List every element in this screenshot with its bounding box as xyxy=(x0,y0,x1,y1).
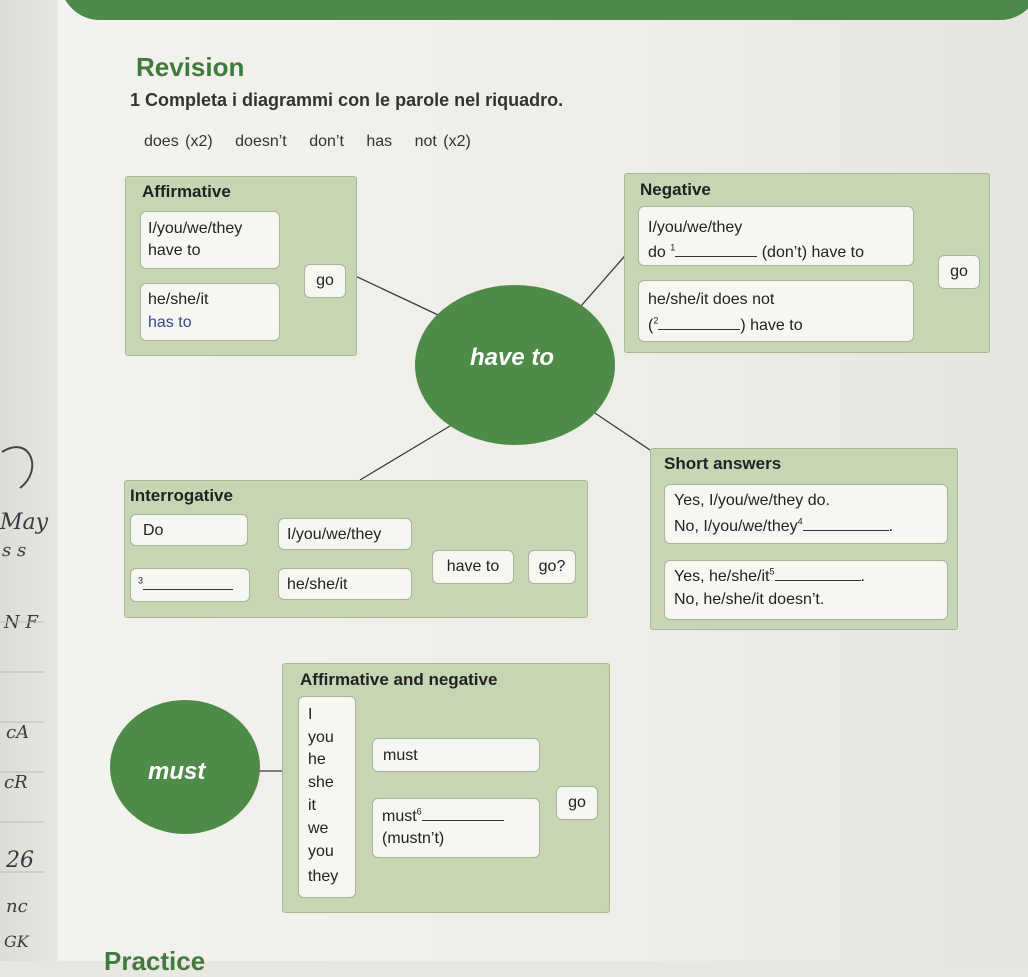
gap-number-5: 5 xyxy=(769,566,775,577)
negative-row2-gap-line: (2 ) have to xyxy=(648,315,803,335)
pronoun-box xyxy=(298,696,356,898)
page-gutter xyxy=(0,0,58,961)
short-answers-box-2 xyxy=(664,560,948,620)
negative-row2-open: ( xyxy=(648,317,654,334)
interrogative-verb-phrase-box: have to xyxy=(432,550,514,584)
pronoun-item: you xyxy=(308,729,334,746)
short-answers-box-1 xyxy=(664,484,948,544)
word-box-item: not (x2) xyxy=(414,133,471,150)
interrogative-header: Interrogative xyxy=(130,486,233,505)
gap-number-1: 1 xyxy=(670,242,676,253)
must-circle-label: must xyxy=(148,758,206,785)
must-verb-box: go xyxy=(556,786,598,820)
gap-number-6: 6 xyxy=(416,806,422,817)
have-to-circle-label: have to xyxy=(470,344,555,371)
margin-note: cR xyxy=(4,772,28,793)
margin-note: May xyxy=(0,510,49,535)
next-section-title: Practice xyxy=(104,946,206,976)
pronoun-item: it xyxy=(308,797,316,814)
interrogative-gap-line: 3 xyxy=(138,575,234,595)
must-affirmative-box: must xyxy=(372,738,540,772)
pronoun-item: you xyxy=(308,843,334,860)
gap-3-blank[interactable] xyxy=(143,575,234,590)
interrogative-aux-box: Do xyxy=(130,514,248,546)
must-panel-header: Affirmative and negative xyxy=(300,670,498,689)
short-answers-header: Short answers xyxy=(664,454,782,473)
negative-row2-suffix: ) have to xyxy=(740,317,803,334)
pronoun-item: he xyxy=(308,751,326,768)
negative-row2-line: he/she/it does not xyxy=(648,291,774,309)
gap-5-blank[interactable] xyxy=(774,566,861,581)
negative-row2-subject: he/she/it does not xyxy=(648,291,775,308)
margin-note: cA xyxy=(6,722,30,743)
negative-header: Negative xyxy=(640,180,711,199)
affirmative-row1-verb: have to xyxy=(148,242,201,259)
short-answer-line-3: Yes, he/she/it5. xyxy=(674,566,865,586)
must-negative-line: must6 xyxy=(382,806,504,826)
gap-2-blank[interactable] xyxy=(658,315,741,330)
negative-row1-prefix: do xyxy=(648,244,666,261)
affirmative-row2-box xyxy=(140,283,280,341)
gap-4-blank[interactable] xyxy=(802,516,889,531)
margin-note: nc xyxy=(6,896,28,917)
word-box-item: don’t xyxy=(309,133,344,150)
must-negative-paren: (mustn’t) xyxy=(382,830,445,847)
gap-number-3: 3 xyxy=(138,575,144,586)
negative-row1-line: do 1 (don’t) have to xyxy=(648,242,864,262)
must-negative-prefix: must xyxy=(382,808,417,825)
must-circle xyxy=(110,700,260,834)
short-answer-line-4: No, he/she/it doesn’t. xyxy=(674,591,825,608)
gap-number-4: 4 xyxy=(797,516,803,527)
header-band xyxy=(60,0,1028,20)
margin-note: 26 xyxy=(6,848,34,873)
pronoun-item: she xyxy=(308,774,334,791)
pronoun-item: they xyxy=(308,868,339,885)
short-answer-line-2-prefix: No, I/you/we/they xyxy=(674,518,798,535)
negative-verb-box: go xyxy=(938,255,980,289)
short-answer-line-1: Yes, I/you/we/they do. xyxy=(674,492,830,509)
interrogative-gap-box xyxy=(130,568,250,602)
margin-lines xyxy=(0,446,44,873)
margin-note: GK xyxy=(4,932,29,951)
short-answer-line-2: No, I/you/we/they4. xyxy=(674,516,893,536)
must-negative-box xyxy=(372,798,540,858)
negative-row1-suffix: (don’t) have to xyxy=(761,244,864,261)
affirmative-row1-box xyxy=(140,211,280,269)
word-box-item: doesn’t xyxy=(235,133,287,150)
have-to-circle xyxy=(415,285,615,445)
interrogative-verb-box: go? xyxy=(528,550,576,584)
exercise-instruction: 1 Completa i diagrammi con le parole nel… xyxy=(130,90,564,110)
short-answer-line-3-prefix: Yes, he/she/it xyxy=(674,568,770,585)
gap-6-blank[interactable] xyxy=(421,806,504,821)
word-box-item: has xyxy=(366,133,393,150)
affirmative-header: Affirmative xyxy=(142,182,231,201)
affirmative-row1-subject: I/you/we/they xyxy=(148,220,243,237)
section-title: Revision xyxy=(136,52,245,82)
affirmative-verb-box: go xyxy=(304,264,346,298)
affirmative-row2-subject: he/she/it xyxy=(148,291,209,308)
gap-number-2: 2 xyxy=(653,315,659,326)
interrogative-subject2-box: he/she/it xyxy=(278,568,412,600)
affirmative-row2-verb: has to xyxy=(148,314,192,331)
gap-1-blank[interactable] xyxy=(675,242,758,257)
negative-row2-box xyxy=(638,280,914,342)
short-answer-line-2-end: . xyxy=(888,518,894,535)
short-answer-line-3-end: . xyxy=(860,568,865,585)
pronoun-item: I xyxy=(308,706,313,723)
word-box-item: does (x2) xyxy=(144,133,213,150)
margin-note: s s xyxy=(2,540,27,561)
negative-row1-subject: I/you/we/they xyxy=(648,219,743,236)
word-box: does (x2) doesn’t don’t has not (x2) xyxy=(144,133,487,151)
pronoun-item: we xyxy=(308,820,329,837)
interrogative-subject1-box: I/you/we/they xyxy=(278,518,412,550)
